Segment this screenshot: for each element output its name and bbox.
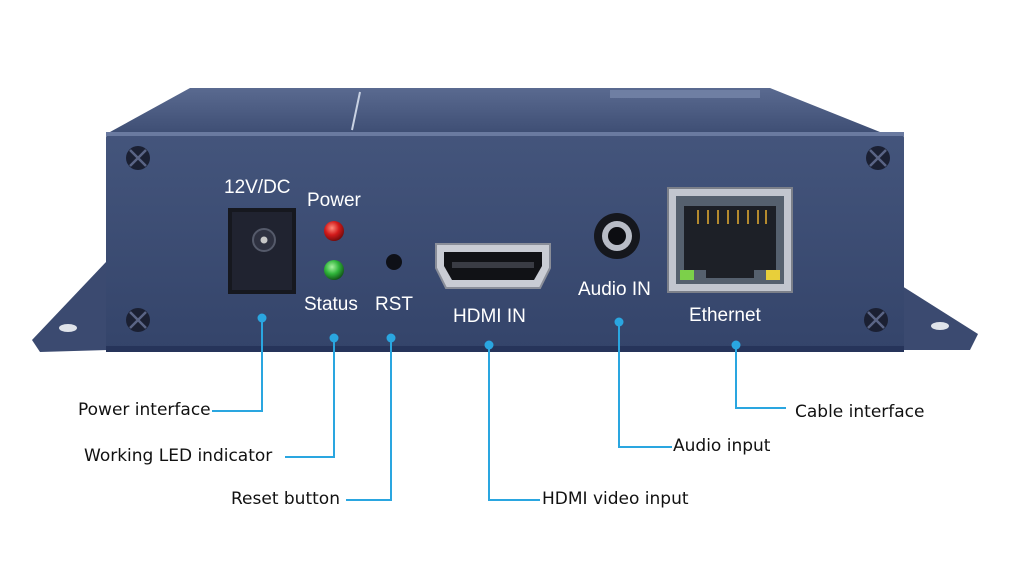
audio-jack-icon [594,213,640,259]
callout-line-reset [346,338,392,501]
screw-icon [126,308,150,332]
label-audio-in: Audio IN [578,279,651,300]
label-power: Power [307,190,361,211]
callout-dot [731,340,741,350]
callout-dot [386,333,396,343]
reset-hole-icon [386,254,402,270]
hdmi-port-icon [435,243,551,289]
screw-icon [126,146,150,170]
callout-audio-input: Audio input [673,436,771,456]
callout-power-interface: Power interface [78,400,211,420]
callout-dot [329,333,339,343]
label-rst: RST [375,294,413,315]
callout-dot [257,313,267,323]
callout-hdmi-video-input: HDMI video input [542,489,689,509]
left-flange [32,262,108,352]
callout-working-led-indicator: Working LED indicator [84,446,273,466]
screw-icon [864,308,888,332]
callout-line-power [212,318,263,412]
callout-line-audio [618,322,672,448]
callout-dot [484,340,494,350]
callout-line-led [285,338,335,458]
label-ethernet: Ethernet [689,305,761,326]
chassis-top [110,88,880,132]
callout-line-hdmi [488,345,540,501]
flange-hole-right [931,322,949,330]
power-led-icon [324,221,344,241]
flange-hole-left [59,324,77,332]
callout-dot [614,317,624,327]
callout-reset-button: Reset button [231,489,340,509]
dc-power-jack [228,208,296,294]
screw-icon [866,146,890,170]
status-led-icon [324,260,344,280]
right-flange [902,286,978,350]
label-hdmi-in: HDMI IN [453,306,526,327]
callout-cable-interface: Cable interface [795,402,925,422]
callout-line-cable [735,345,786,409]
label-12v-dc: 12V/DC [224,177,291,198]
ethernet-port-icon [667,187,793,293]
label-status: Status [304,294,358,315]
